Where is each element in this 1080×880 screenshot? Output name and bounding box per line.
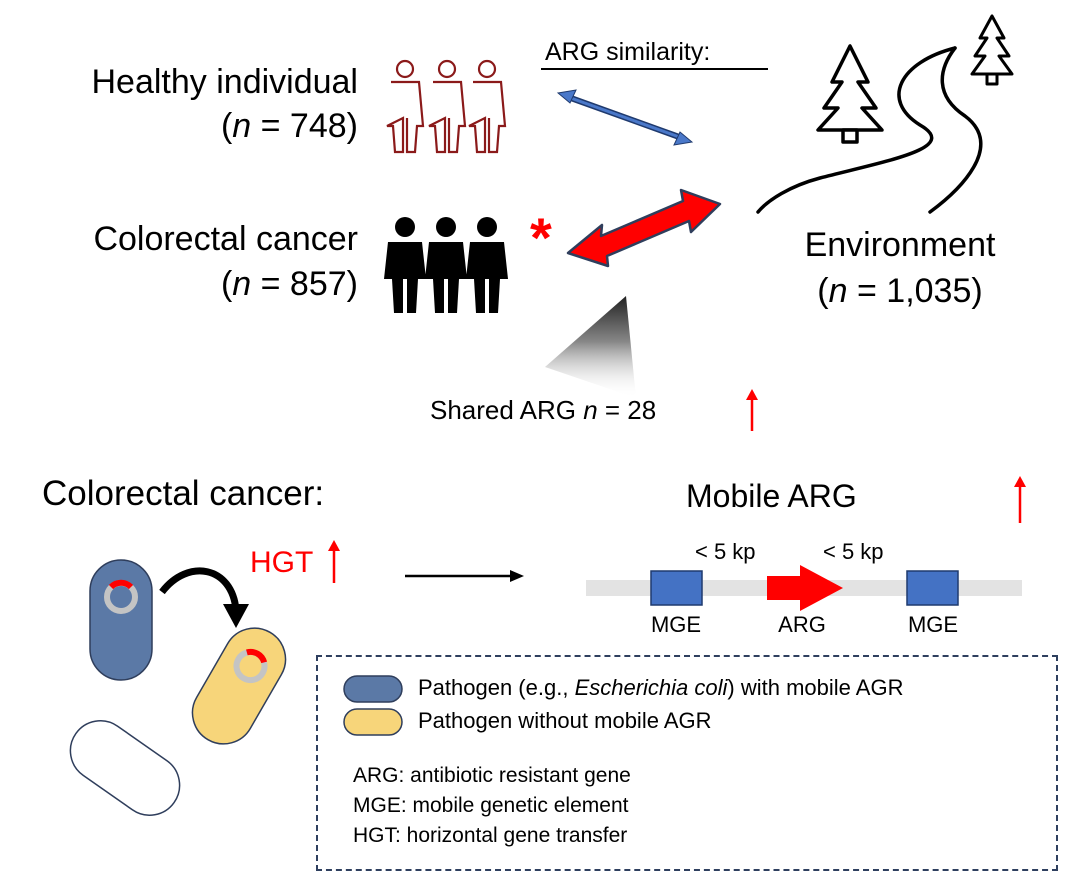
paren-open: ( (220, 107, 233, 145)
environment-label: Environment (804, 226, 996, 264)
mge-box-left (650, 570, 703, 606)
shared-arg-count: Shared ARG n = 28 (430, 395, 657, 426)
legend-swatch-without-mobile-arg (343, 708, 403, 736)
n-symbol: n (583, 395, 598, 425)
hgt-transfer-arrow (159, 567, 249, 628)
legend-definition-arg: ARG: antibiotic resistant gene (353, 764, 631, 787)
tree-icon (816, 44, 884, 144)
mge-right-label: MGE (907, 612, 959, 637)
crc-similarity-arrow (566, 188, 722, 268)
legend-definition-hgt: HGT: horizontal gene transfer (353, 824, 628, 847)
paren-open: ( (817, 272, 829, 310)
flow-arrow (405, 570, 524, 582)
significance-mark: * (530, 206, 552, 269)
n-symbol: n (232, 265, 252, 303)
count-value: = 857) (251, 265, 358, 303)
increase-arrow-icon (328, 540, 340, 583)
healthy-similarity-arrow (556, 89, 694, 146)
legend-text: ) with mobile AGR (727, 675, 904, 700)
legend-pathogen-without-mobile-arg: Pathogen without mobile AGR (418, 708, 712, 733)
legend-pathogen-with-mobile-arg: Pathogen (e.g., Escherichia coli) with m… (418, 675, 903, 700)
mge-box-right (906, 570, 959, 606)
pathogen-with-mobile-arg-cell (89, 559, 153, 681)
distance-right-label: < 5 kp (823, 539, 884, 564)
healthy-people-icon (386, 59, 507, 154)
arg-gene-arrow (767, 565, 843, 611)
arg-center-label: ARG (778, 612, 826, 637)
legend-species: Escherichia coli (574, 675, 728, 700)
healthy-group-count: (n = 748) (221, 107, 358, 146)
increase-arrow-icon (1014, 476, 1026, 523)
increase-arrow-icon (746, 389, 758, 431)
mge-left-label: MGE (650, 612, 702, 637)
shared-arg-value: = 28 (597, 395, 657, 425)
tree-icon-small (970, 14, 1014, 86)
crc-group-count: (n = 857) (221, 265, 358, 304)
shared-arg-prefix: Shared ARG (430, 395, 584, 425)
spotlight-cone (545, 296, 636, 398)
crc-section-title: Colorectal cancer: (42, 474, 325, 513)
pathogen-without-mobile-arg-cell (191, 627, 287, 745)
legend-definition-mge: MGE: mobile genetic element (353, 794, 629, 817)
count-value: = 748) (251, 107, 358, 145)
distance-left-label: < 5 kp (695, 539, 756, 564)
mobile-arg-title: Mobile ARG (686, 478, 857, 514)
legend-swatch-with-mobile-arg (343, 675, 403, 703)
river-icon (756, 46, 983, 214)
legend-box (316, 655, 1058, 871)
arg-similarity-title: ARG similarity: (545, 38, 711, 66)
crc-group-label: Colorectal cancer (93, 220, 358, 258)
hgt-label: HGT (250, 546, 314, 579)
count-value: = 1,035) (847, 272, 983, 310)
healthy-group-label: Healthy individual (91, 63, 359, 101)
commensal-cell (69, 720, 181, 816)
n-symbol: n (232, 107, 252, 145)
legend-text: Pathogen (e.g., (418, 675, 575, 700)
n-symbol: n (828, 272, 848, 310)
crc-people-icon (384, 217, 508, 313)
paren-open: ( (220, 265, 233, 303)
environment-count: (n = 1,035) (770, 272, 1030, 311)
